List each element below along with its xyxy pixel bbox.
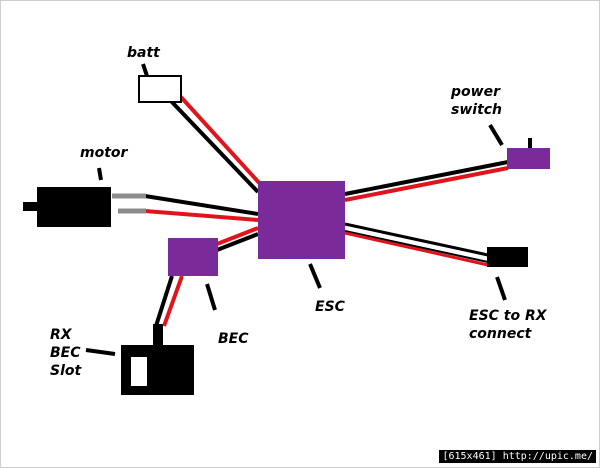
esc-rx-label-line2: connect [469,326,532,342]
rx-label-line2: BEC [50,345,81,361]
upic-watermark: [615x461] http://upic.me/ [439,450,596,463]
esc-rx-label-line1: ESC to RX [469,308,547,324]
motor-shaft [23,202,37,211]
switch-black-wire [344,160,509,196]
switch-red-wire [344,166,509,202]
motor-black-wire [144,194,259,216]
rx-bec-plug [153,324,163,346]
rx-label-line3: Slot [50,363,82,379]
rx-label-line1: RX [50,327,72,343]
bec-rx-red-wire [162,275,184,327]
battery-connector [138,75,182,103]
watermark-url: http://upic.me/ [502,451,593,462]
esc-label: ESC [315,299,345,315]
esc-rx-white-wire [344,226,489,261]
battery-black-wire [168,98,260,194]
motor-label: motor [80,145,128,161]
motor-leader [97,167,103,181]
esc-leader [308,263,322,289]
esc-rx-leader [495,276,507,301]
esc-rx-black-wire-2 [344,230,489,263]
esc-rx-connector [487,247,528,267]
battery-label: batt [127,45,160,61]
esc-module [258,181,345,259]
bec-rx-black-wire [154,275,174,327]
power-switch-label-line1: power [451,84,500,100]
rx-leader [85,348,116,356]
watermark-size: [615x461] [442,451,497,462]
power-switch-leader [488,123,504,147]
power-switch [507,148,550,169]
bec-leader [205,283,217,311]
power-switch-label-line2: switch [451,102,503,118]
bec-label: BEC [218,331,249,347]
esc-rx-black-wire [344,222,489,257]
motor-body [37,187,111,227]
battery-red-wire [178,94,264,188]
bec-esc-black-wire [216,232,259,252]
esc-rx-red-wire [344,231,489,267]
motor-red-wire [144,209,259,222]
bec-esc-red-wire [216,226,259,246]
batt-leader [141,63,149,77]
bec-module [168,238,218,276]
rx-slot-window [131,357,147,386]
